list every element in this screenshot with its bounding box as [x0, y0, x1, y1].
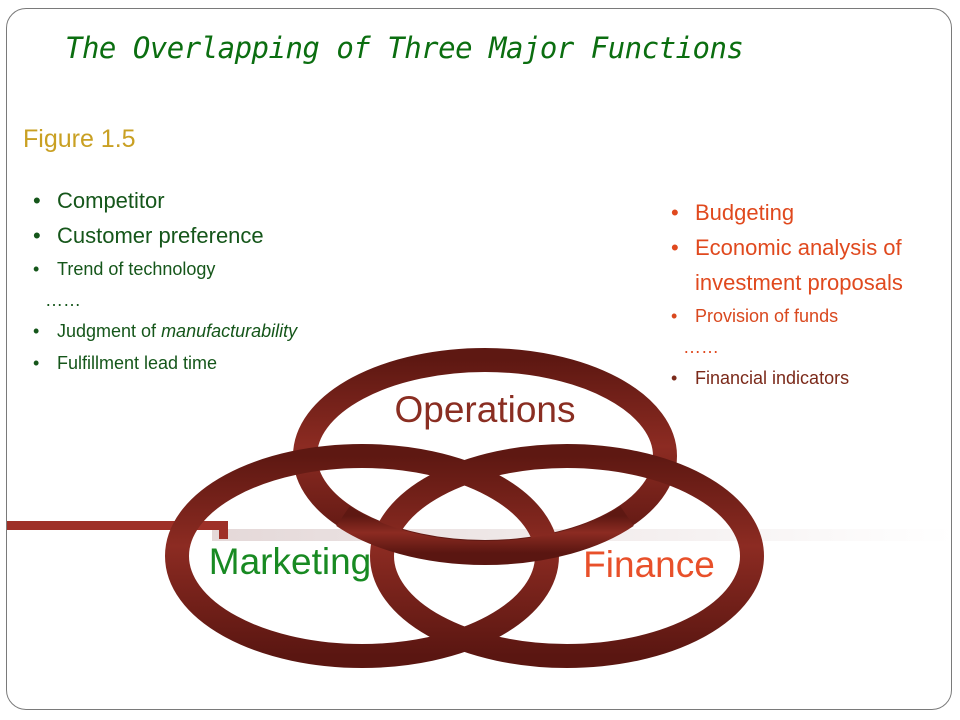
venn-diagram: Operations Marketing Finance: [7, 348, 951, 668]
divider-bar-accent-step: [219, 521, 228, 539]
list-item: Provision of funds: [667, 300, 947, 332]
list-item: Competitor: [29, 183, 319, 218]
operations-ring-overlap: [336, 506, 634, 566]
marketing-concerns-list: Competitor Customer preference Trend of …: [29, 183, 319, 379]
marketing-label: Marketing: [209, 541, 371, 582]
finance-ring: [370, 444, 764, 668]
finance-concerns-list: Budgeting Economic analysis of investmen…: [667, 195, 947, 394]
figure-label: Figure 1.5: [23, 125, 136, 153]
slide-title: The Overlapping of Three Major Functions: [65, 31, 744, 65]
list-item: Judgment of manufacturability: [29, 315, 319, 347]
list-item: Customer preference: [29, 218, 319, 253]
list-item-text: Judgment of manufacturability: [57, 321, 298, 341]
operations-label: Operations: [395, 389, 576, 430]
slide-frame: The Overlapping of Three Major Functions…: [6, 8, 952, 710]
list-item: Financial indicators: [667, 362, 947, 394]
list-item: Budgeting: [667, 195, 947, 230]
divider-bar-accent: [7, 521, 225, 530]
list-item: Trend of technology: [29, 253, 319, 285]
list-item: Fulfillment lead time: [29, 347, 319, 379]
list-item: ……: [683, 337, 719, 357]
finance-label: Finance: [583, 544, 715, 585]
list-item: ……: [45, 290, 81, 310]
list-item: Economic analysis of investment proposal…: [667, 230, 947, 300]
